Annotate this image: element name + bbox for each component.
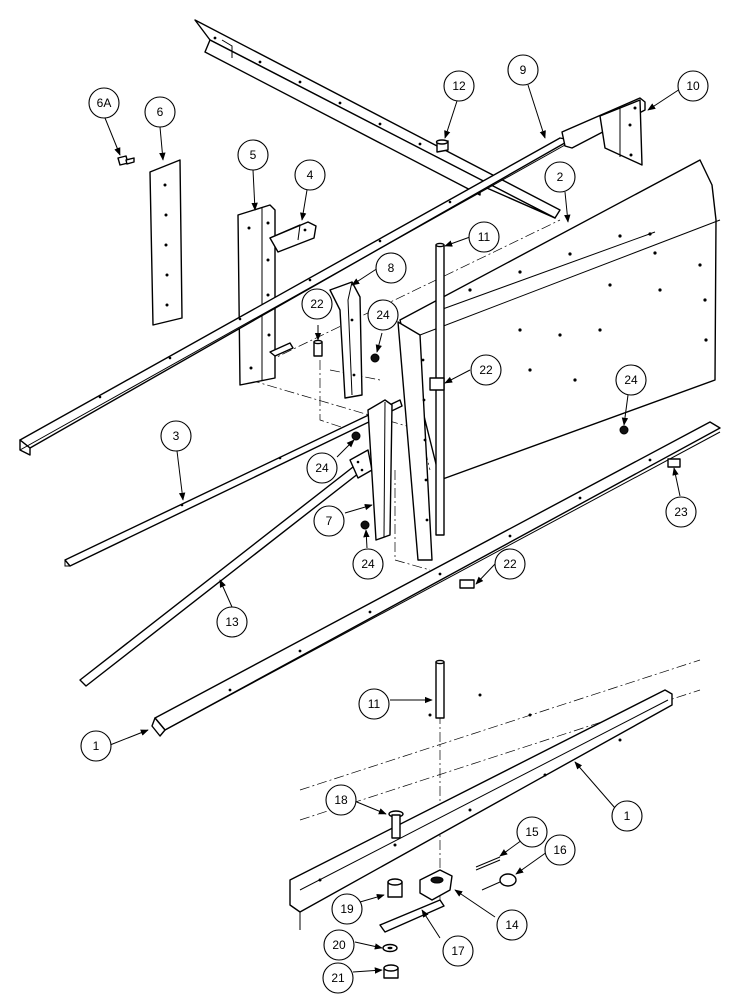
callout-15: 15: [516, 816, 548, 848]
callout-3-label: 3: [173, 429, 180, 443]
callout-15-label: 15: [525, 825, 539, 839]
callout-24-d: 24: [352, 548, 384, 580]
part-4-angle-bracket: [269, 221, 317, 253]
hardware-24-b: [619, 425, 629, 435]
callout-23: 23: [665, 496, 697, 528]
callout-9-label: 9: [520, 63, 527, 77]
callout-1-a: 1: [80, 730, 112, 762]
callout-24-b-label: 24: [624, 373, 638, 387]
callout-24-b: 24: [615, 364, 647, 396]
hardware-24-c: [351, 431, 361, 441]
hardware-23: [667, 458, 681, 468]
part-19-nut: [387, 878, 403, 898]
callout-2: 2: [544, 161, 576, 193]
callout-17: 17: [442, 935, 474, 967]
callout-1-b: 1: [611, 800, 643, 832]
hardware-22-b: [429, 377, 445, 391]
lower-channel-assembly: [289, 689, 673, 930]
callout-21: 21: [322, 962, 354, 994]
hardware-22-c: [459, 579, 475, 589]
callout-10-label: 10: [686, 79, 700, 93]
callout-12-label: 12: [452, 79, 466, 93]
callout-16: 16: [544, 834, 576, 866]
callout-18: 18: [325, 784, 357, 816]
callout-3: 3: [160, 420, 192, 452]
part-3-thin-angle: [64, 399, 403, 567]
callout-10: 10: [677, 70, 709, 102]
part-12-nut: [435, 139, 449, 153]
callout-22-b-label: 22: [479, 363, 493, 377]
callout-6a-label: 6A: [97, 96, 112, 110]
part-18-bolt: [388, 810, 404, 839]
callout-7-label: 7: [326, 514, 333, 528]
callout-12: 12: [443, 70, 475, 102]
callout-22-a-label: 22: [310, 297, 324, 311]
hardware-24-a: [370, 353, 380, 363]
callout-5-label: 5: [250, 148, 257, 162]
callout-24-c-label: 24: [315, 461, 329, 475]
callout-22-c-label: 22: [503, 557, 517, 571]
part-8-spacer-channel: [329, 281, 363, 399]
part-16-clip: [481, 873, 517, 891]
callout-17-label: 17: [451, 944, 465, 958]
callout-23-label: 23: [674, 505, 688, 519]
callout-24-d-label: 24: [361, 557, 375, 571]
callout-22-a: 22: [301, 288, 333, 320]
callout-8: 8: [375, 252, 407, 284]
callout-7: 7: [313, 505, 345, 537]
hardware-22-a: [313, 339, 323, 357]
callout-11-top-label: 11: [478, 230, 491, 244]
callout-13-label: 13: [225, 615, 239, 629]
part-20-washer: [382, 943, 398, 953]
callout-4-label: 4: [307, 168, 314, 182]
callout-1-b-label: 1: [624, 809, 631, 823]
callout-11-top: 11: [468, 221, 500, 253]
callout-13: 13: [216, 606, 248, 638]
callout-1-a-label: 1: [93, 739, 100, 753]
callout-9: 9: [507, 54, 539, 86]
callout-14: 14: [496, 909, 528, 941]
callout-6-label: 6: [157, 105, 164, 119]
part-21-nut: [383, 964, 399, 979]
callout-6: 6: [144, 96, 176, 128]
callout-16-label: 16: [553, 843, 567, 857]
callout-24-c: 24: [306, 452, 338, 484]
part-10-end-bracket: [561, 97, 646, 166]
part-6a-bolt: [117, 155, 135, 166]
callout-11-bottom: 11: [358, 688, 390, 720]
callout-14-label: 14: [505, 918, 519, 932]
callout-24-a: 24: [367, 299, 399, 331]
callout-24-a-label: 24: [376, 308, 390, 322]
callout-4: 4: [294, 159, 326, 191]
callout-22-b: 22: [470, 354, 502, 386]
callout-6a: 6A: [88, 87, 120, 119]
callout-leaders: [104, 84, 681, 974]
callout-20: 20: [323, 929, 355, 961]
callout-2-label: 2: [557, 170, 564, 184]
callout-11-bottom-label: 11: [368, 697, 381, 711]
callout-19-label: 19: [340, 902, 354, 916]
callout-19: 19: [331, 893, 363, 925]
callout-5: 5: [237, 139, 269, 171]
top-channel-rail: [194, 19, 561, 219]
part-15-pin: [475, 856, 501, 871]
part-14-latch: [419, 869, 453, 901]
part-11-rod-lower: [435, 659, 445, 719]
callout-20-label: 20: [332, 938, 346, 952]
callout-21-label: 21: [331, 971, 345, 985]
part-13-diagonal-brace: [79, 449, 373, 687]
callout-22-c: 22: [494, 548, 526, 580]
part-17-lever: [379, 899, 445, 933]
callout-8-label: 8: [388, 261, 395, 275]
hardware-24-d: [360, 520, 370, 530]
part-7-vertical-support: [367, 399, 393, 541]
part-1-bottom-angle: [151, 421, 721, 737]
part-6-flat-plate: [149, 159, 183, 326]
callout-18-label: 18: [334, 793, 348, 807]
